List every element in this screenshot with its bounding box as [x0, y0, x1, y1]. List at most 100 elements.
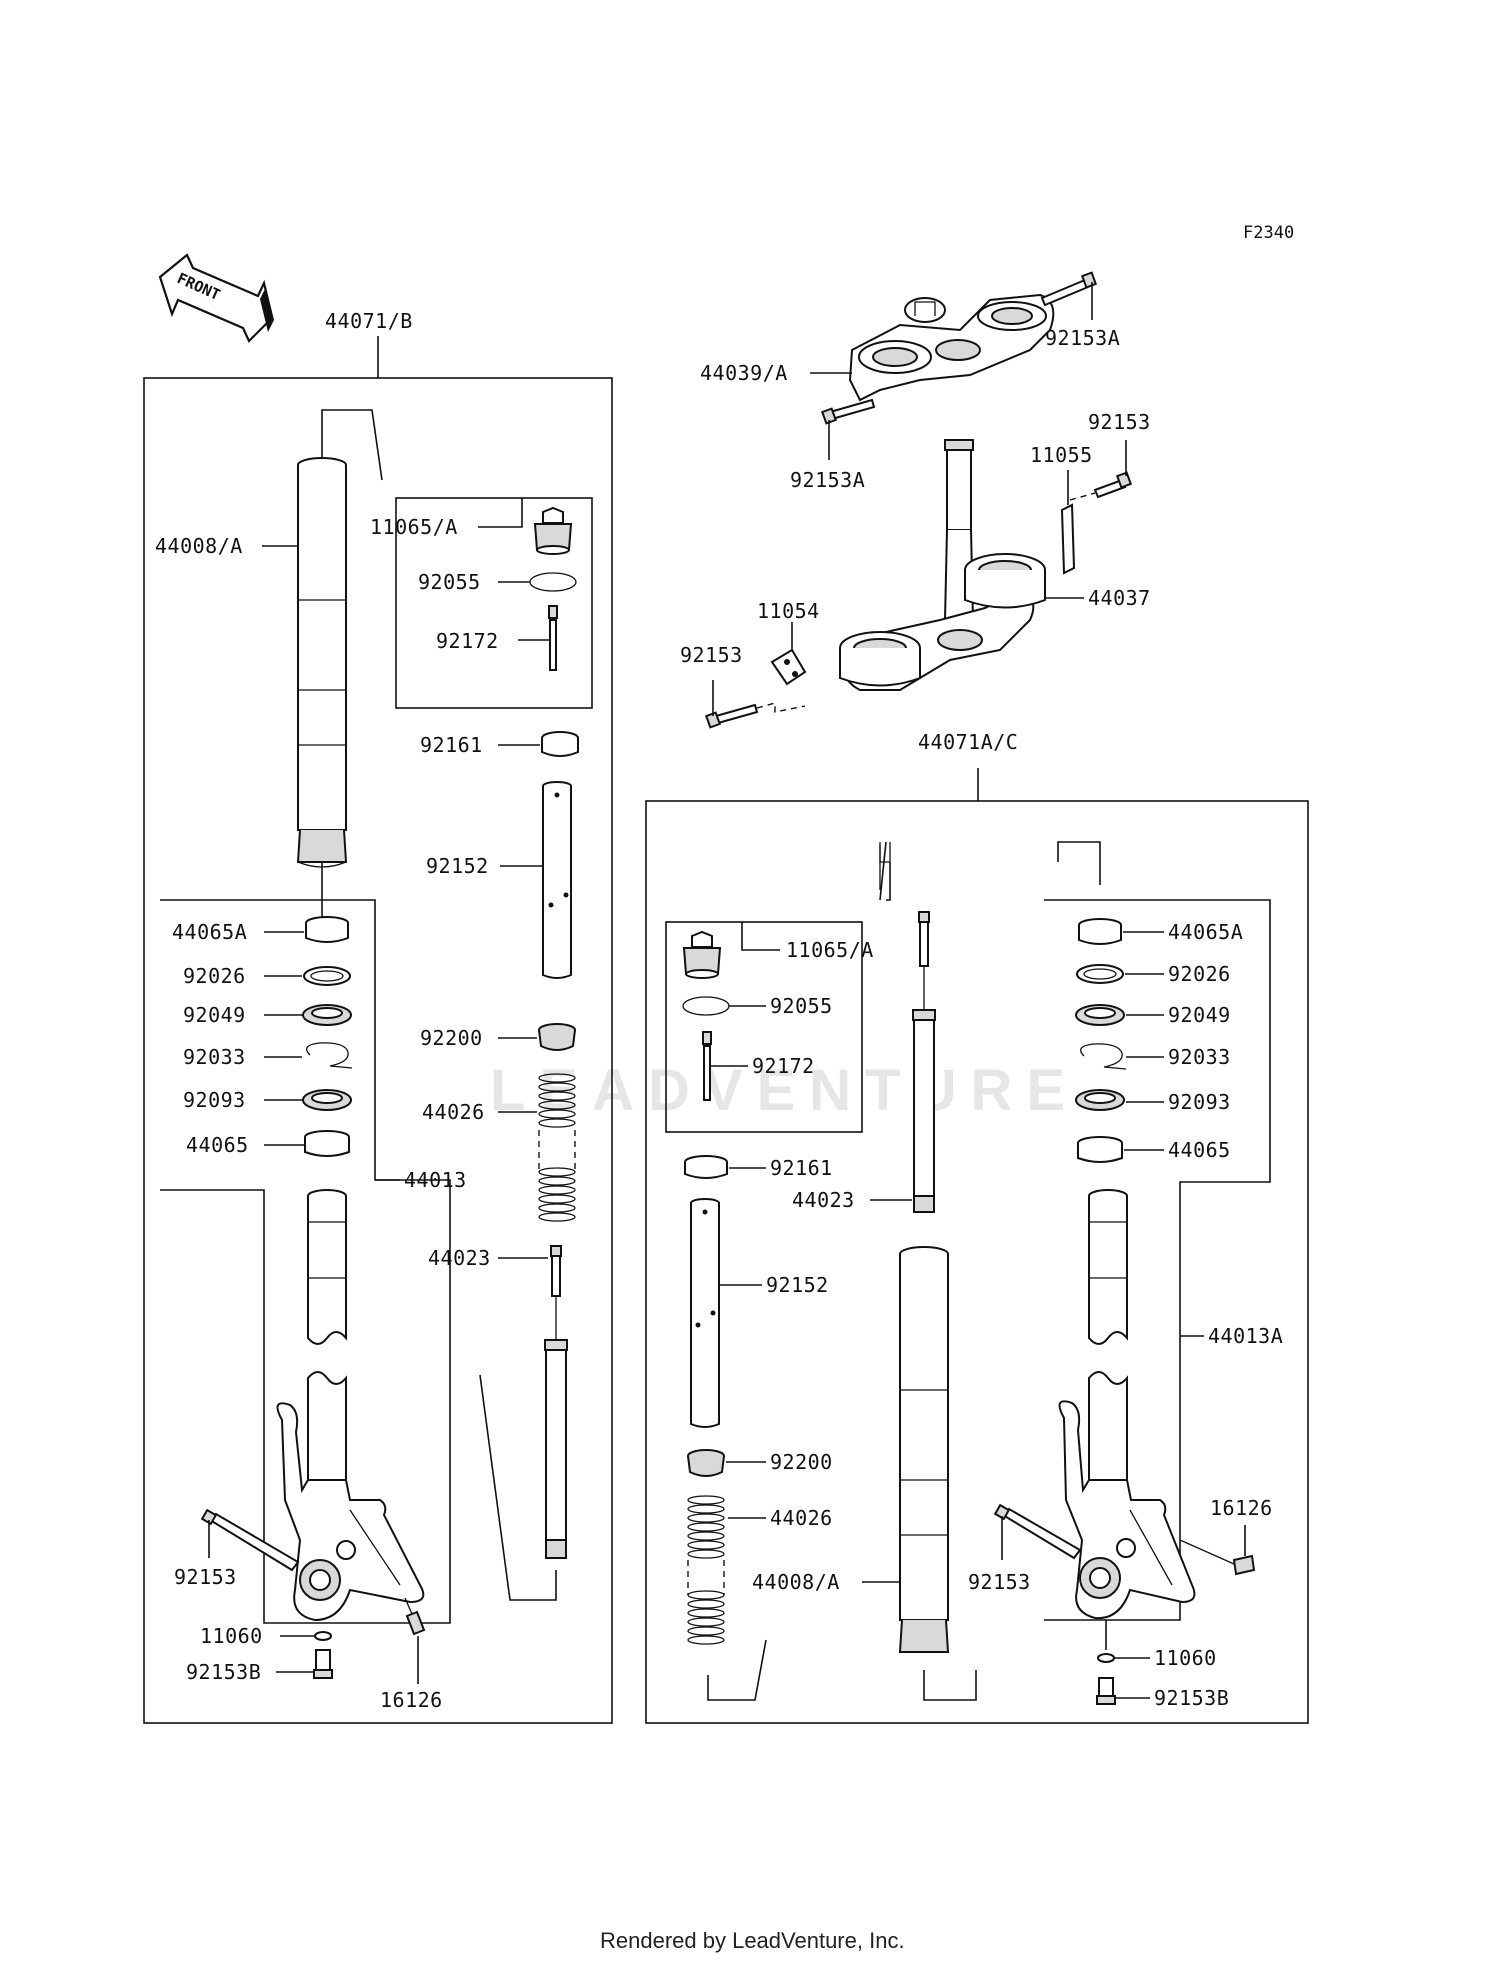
label-92200-right[interactable]: 92200 [770, 1450, 833, 1474]
label-11060-right[interactable]: 11060 [1154, 1646, 1217, 1670]
label-92153a-right[interactable]: 92153A [1045, 326, 1120, 350]
left-axle-bolt [200, 1508, 300, 1572]
right-circlip [1080, 1043, 1127, 1070]
left-drain-bolt [313, 1649, 333, 1679]
right-washer [1076, 964, 1124, 984]
label-44023-left[interactable]: 44023 [428, 1246, 491, 1270]
bracket-11055 [1060, 503, 1076, 575]
label-92161-left[interactable]: 92161 [420, 733, 483, 757]
label-16126-left[interactable]: 16126 [380, 1688, 443, 1712]
upper-bolt-left [820, 398, 876, 425]
right-cap-kit-box [665, 921, 863, 1133]
label-11065-a-left[interactable]: 11065/A [370, 515, 458, 539]
label-44026-right[interactable]: 44026 [770, 1506, 833, 1530]
right-fork-group: 44071A/C 11065/A 92055 92172 92161 [645, 730, 1309, 1724]
left-spring [538, 1073, 576, 1222]
right-gasket [1097, 1653, 1115, 1663]
label-92033-right[interactable]: 92033 [1168, 1045, 1231, 1069]
left-fork-group: 44071/B 44008/A 11065/A 92055 [143, 309, 613, 1724]
label-16126-right[interactable]: 16126 [1210, 1496, 1273, 1520]
label-92049-left[interactable]: 92049 [183, 1003, 246, 1027]
label-92153-stem-left[interactable]: 92153 [680, 643, 743, 667]
label-92153b-right[interactable]: 92153B [1154, 1686, 1229, 1710]
label-44023-right[interactable]: 44023 [792, 1188, 855, 1212]
label-44039-a[interactable]: 44039/A [700, 361, 788, 385]
right-axle-bolt [993, 1503, 1082, 1560]
left-cylinder [544, 1245, 568, 1559]
label-92153-right[interactable]: 92153 [968, 1570, 1031, 1594]
right-spring [687, 1495, 725, 1645]
label-44026-left[interactable]: 44026 [422, 1100, 485, 1124]
watermark: LEADVENTURE [490, 1058, 1079, 1123]
left-seal-box [160, 899, 451, 1624]
label-92153b-left[interactable]: 92153B [186, 1660, 261, 1684]
left-cap-kit-box [395, 497, 593, 709]
label-92055-right[interactable]: 92055 [770, 994, 833, 1018]
label-11065-a-right[interactable]: 11065/A [786, 938, 874, 962]
label-92153-left[interactable]: 92153 [174, 1565, 237, 1589]
right-bleed-screw [1179, 1539, 1256, 1576]
label-92172-left[interactable]: 92172 [436, 629, 499, 653]
label-92093-left[interactable]: 92093 [183, 1088, 246, 1112]
right-dust-seal [1075, 1089, 1125, 1111]
left-gasket [314, 1631, 332, 1641]
label-92093-right[interactable]: 92093 [1168, 1090, 1231, 1114]
label-92055-left[interactable]: 92055 [418, 570, 481, 594]
label-44008-a-left[interactable]: 44008/A [155, 534, 243, 558]
steering-assembly: 44039/A 92153A 92153A 44037 [680, 271, 1151, 729]
label-92033-left[interactable]: 92033 [183, 1045, 246, 1069]
right-o-ring [682, 996, 730, 1016]
right-seal-box [1044, 899, 1271, 1621]
label-44013a[interactable]: 44013A [1208, 1324, 1283, 1348]
label-44065-left[interactable]: 44065 [186, 1133, 249, 1157]
stem-bolt-right [1069, 471, 1133, 501]
label-92161-right[interactable]: 92161 [770, 1156, 833, 1180]
label-44065-right[interactable]: 44065 [1168, 1138, 1231, 1162]
bracket-11054 [770, 648, 807, 686]
label-44065a-left[interactable]: 44065A [172, 920, 247, 944]
label-92153a-left[interactable]: 92153A [790, 468, 865, 492]
label-44065a-right[interactable]: 44065A [1168, 920, 1243, 944]
left-spacer-collar [541, 731, 579, 757]
left-washer [303, 966, 351, 986]
left-outer-tube [296, 457, 348, 868]
right-axle-bracket [1058, 1400, 1196, 1620]
left-o-ring [529, 572, 577, 592]
footer-credit: Rendered by LeadVenture, Inc. [600, 1928, 905, 1953]
left-cap-valve [548, 605, 558, 671]
left-inner-tube [307, 1189, 347, 1481]
label-92152-right[interactable]: 92152 [766, 1273, 829, 1297]
label-11054[interactable]: 11054 [757, 599, 820, 623]
label-44008-a-right[interactable]: 44008/A [752, 1570, 840, 1594]
label-92026-left[interactable]: 92026 [183, 964, 246, 988]
label-92049-right[interactable]: 92049 [1168, 1003, 1231, 1027]
diagram-code: F2340 [1243, 223, 1294, 243]
label-11060-left[interactable]: 11060 [200, 1624, 263, 1648]
label-92172-right[interactable]: 92172 [752, 1054, 815, 1078]
right-cylinder [912, 911, 936, 1213]
label-44071a-c[interactable]: 44071A/C [918, 730, 1018, 754]
label-11055[interactable]: 11055 [1030, 443, 1093, 467]
label-44013-left[interactable]: 44013 [404, 1168, 467, 1192]
right-oil-seal [1075, 1004, 1125, 1026]
left-circlip [306, 1042, 353, 1069]
label-92153-stem[interactable]: 92153 [1088, 410, 1151, 434]
left-fork-cap [533, 506, 573, 555]
right-bushing-a [1078, 918, 1122, 945]
label-44071-b[interactable]: 44071/B [325, 309, 413, 333]
left-dust-seal [302, 1089, 352, 1111]
right-fork-cap [682, 930, 722, 979]
front-arrow-icon: FRONT [158, 253, 274, 343]
label-92152-left[interactable]: 92152 [426, 854, 489, 878]
left-damper-pipe [542, 781, 572, 979]
left-bleed-screw [404, 1597, 426, 1636]
label-92200-left[interactable]: 92200 [420, 1026, 483, 1050]
right-spacer-collar [684, 1155, 728, 1179]
stem-bolt-left [704, 702, 806, 729]
right-outer-tube [898, 1246, 950, 1653]
label-92026-right[interactable]: 92026 [1168, 962, 1231, 986]
label-44037[interactable]: 44037 [1088, 586, 1151, 610]
upper-bracket [848, 293, 1055, 402]
left-bushing [304, 1130, 350, 1157]
upper-bolt-right [1040, 271, 1098, 307]
